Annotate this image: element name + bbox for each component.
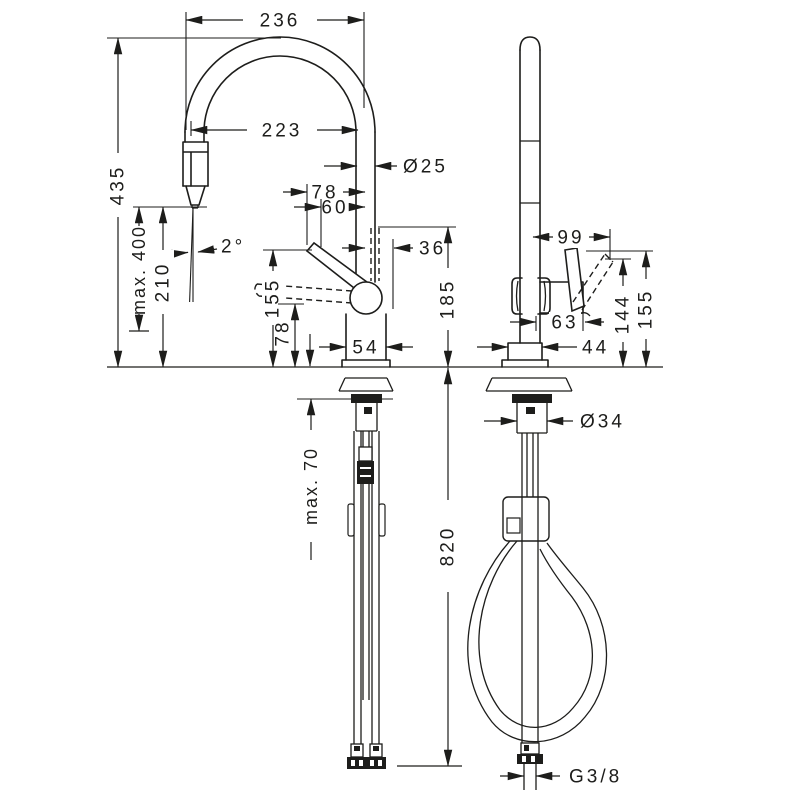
front-view	[182, 36, 394, 769]
dim-body-height: 185	[378, 226, 459, 368]
dim-label-o34: Ø34	[580, 412, 625, 433]
dim-label-99: 99	[557, 228, 584, 249]
dim-label-820: 820	[438, 526, 459, 567]
dim-handle-reach: 99	[532, 226, 611, 260]
dim-label-max400: max. 400	[129, 225, 149, 315]
dim-max-counter-thickness: max. 70	[297, 334, 393, 560]
outlet-connector	[517, 742, 543, 790]
supply-hoses	[353, 431, 380, 744]
dim-inner-width: 223	[190, 119, 359, 142]
dim-handle-up-height: 155	[262, 249, 312, 368]
dim-label-63: 63	[551, 313, 578, 334]
dim-base-depth: 44	[477, 338, 609, 359]
dim-spout-height: 210	[152, 206, 174, 368]
dim-hose-length: 820	[397, 367, 462, 767]
dim-handle-offset-78: 78	[283, 183, 366, 245]
handle-joint	[254, 241, 383, 315]
dim-label-210: 210	[153, 262, 174, 303]
faucet-base	[341, 313, 391, 368]
spray-holder	[511, 277, 551, 315]
dim-label-44: 44	[582, 338, 609, 359]
handle-lever-down-dashed	[254, 283, 353, 304]
dim-max-pullout: max. 400	[129, 206, 207, 332]
dim-connection-thread: G3/8	[500, 767, 622, 788]
dim-total-height: 435	[107, 37, 281, 368]
dim-spray-angle: 2°	[171, 237, 245, 259]
dim-label-54: 54	[352, 338, 379, 359]
front-undercounter	[338, 377, 394, 769]
dim-label-36: 36	[419, 239, 446, 260]
dimensions: 236 223 Ø25 78 60	[107, 9, 657, 788]
spout-arc	[184, 36, 376, 283]
side-view	[467, 36, 614, 790]
pullout-hose-dashed	[370, 228, 380, 281]
dim-label-g38: G3/8	[569, 767, 622, 788]
hose-weight	[357, 461, 374, 484]
dim-label-185: 185	[438, 279, 459, 320]
hose-loop	[467, 540, 608, 743]
side-handle-dashed	[572, 253, 614, 311]
dim-label-60: 60	[321, 198, 348, 219]
dim-label-155-side: 155	[636, 289, 657, 330]
dim-label-144: 144	[613, 294, 634, 335]
dim-overall-width: 236	[185, 9, 365, 130]
side-undercounter	[467, 377, 608, 790]
side-pipe	[519, 36, 541, 344]
dim-shank-diameter: Ø34	[484, 412, 625, 433]
dim-label-78-front: 78	[273, 319, 294, 346]
dim-label-223: 223	[262, 121, 303, 142]
spray-head	[182, 131, 209, 209]
dim-hose-offset-36: 36	[342, 239, 446, 309]
dim-label-2deg: 2°	[221, 237, 245, 258]
side-base	[501, 342, 549, 368]
dim-handle-height-155: 155	[586, 250, 657, 368]
dim-spout-diameter: Ø25	[324, 157, 448, 178]
hose-connectors	[347, 743, 386, 769]
dim-handle-down-height: 78	[273, 303, 304, 368]
side-handle-solid	[564, 247, 585, 313]
dim-label-o25: Ø25	[403, 157, 448, 178]
dim-label-78-top: 78	[311, 183, 338, 204]
dim-label-435: 435	[108, 165, 129, 206]
dim-label-155-front: 155	[263, 278, 284, 319]
spray-centerline	[189, 207, 194, 303]
dim-base-width: 54	[319, 337, 413, 359]
dim-handle-offset-60: 60	[294, 198, 366, 247]
dim-body-depth: 63	[510, 312, 604, 334]
dim-handle-height-144: 144	[605, 258, 634, 368]
dim-label-236: 236	[260, 11, 301, 32]
dim-label-max70: max. 70	[301, 447, 321, 525]
